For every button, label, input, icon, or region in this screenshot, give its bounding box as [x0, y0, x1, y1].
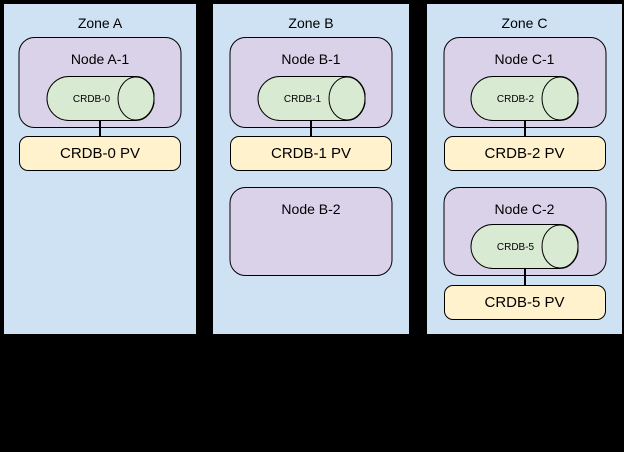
zone-b: Zone B Node B-1 CRDB-1 CRDB-1 PV Node B-… — [212, 3, 410, 335]
crdb-5-pod-cylinder-icon: CRDB-5 — [470, 224, 579, 269]
node-a1-pv-connector-line — [99, 121, 101, 137]
crdb-2-pv-box: CRDB-2 PV — [443, 136, 606, 171]
crdb-1-pv-box: CRDB-1 PV — [230, 136, 392, 171]
crdb-2-pod-cylinder-icon: CRDB-2 — [470, 76, 579, 121]
node-c1-label: Node C-1 — [494, 51, 555, 67]
crdb-1-pod-cylinder-icon: CRDB-1 — [257, 76, 365, 121]
crdb-0-pv-label: CRDB-0 PV — [59, 145, 141, 162]
zone-c-label: Zone C — [501, 15, 548, 31]
node-c1: Node C-1 CRDB-2 — [443, 37, 606, 128]
node-a1-label: Node A-1 — [70, 51, 130, 67]
node-b1: Node B-1 CRDB-1 — [229, 37, 393, 128]
crdb-5-pv-label: CRDB-5 PV — [484, 294, 565, 311]
crdb-2-pod-label: CRDB-2 — [497, 94, 535, 105]
zone-c: Zone C Node C-1 CRDB-2 CRDB-2 PV Node C-… — [426, 3, 623, 335]
node-c2: Node C-2 CRDB-5 — [443, 187, 606, 276]
node-b1-label: Node B-1 — [281, 51, 341, 67]
crdb-0-pod-cylinder-icon: CRDB-0 — [46, 76, 154, 121]
zone-a: Zone A Node A-1 CRDB-0 CRDB-0 PV — [3, 3, 197, 335]
crdb-2-pv-label: CRDB-2 PV — [484, 145, 565, 162]
crdb-1-pv-label: CRDB-1 PV — [270, 145, 352, 162]
zone-b-label: Zone B — [288, 15, 334, 31]
node-b2: Node B-2 — [229, 187, 393, 276]
crdb-0-pv-box: CRDB-0 PV — [19, 136, 181, 171]
node-a1: Node A-1 CRDB-0 — [18, 37, 182, 128]
crdb-5-pod-label: CRDB-5 — [497, 242, 535, 253]
node-c2-pv-connector-line — [523, 269, 526, 286]
crdb-1-pod-label: CRDB-1 — [283, 94, 321, 105]
crdb-0-pod-label: CRDB-0 — [72, 94, 110, 105]
node-c1-pv-connector-line — [523, 121, 526, 137]
node-c2-label: Node C-2 — [494, 201, 555, 217]
zone-a-label: Zone A — [77, 15, 123, 31]
node-b2-label: Node B-2 — [281, 201, 341, 217]
crdb-5-pv-box: CRDB-5 PV — [443, 285, 606, 320]
node-b1-pv-connector-line — [310, 121, 312, 137]
